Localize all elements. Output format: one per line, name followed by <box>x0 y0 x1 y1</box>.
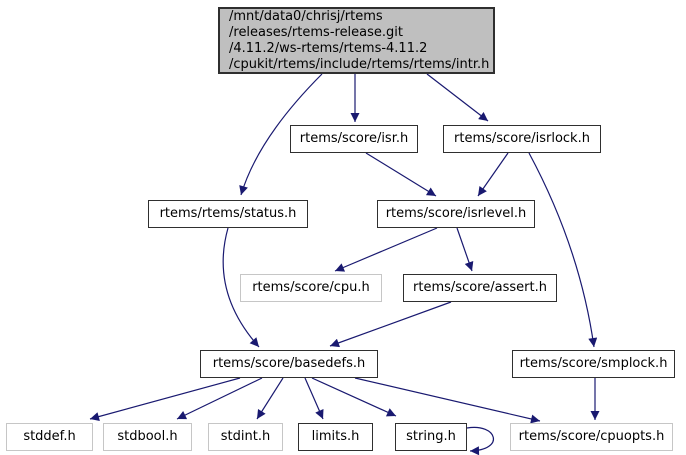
edge-root-to-isrlock <box>426 73 489 122</box>
node-stdbool-h: stdbool.h <box>103 423 192 451</box>
edge-basedefs-to-string <box>311 377 397 417</box>
root-path-line: /mnt/data0/chrisj/rtems <box>229 8 383 24</box>
edge-basedefs-to-limits <box>304 377 324 420</box>
edge-isrlevel-to-assert <box>456 227 474 272</box>
node-limits-h[interactable]: limits.h <box>298 423 373 451</box>
node-rtems-score-isrlevel-h[interactable]: rtems/score/isrlevel.h <box>377 200 535 228</box>
root-path-line: /4.11.2/ws-rtems/rtems-4.11.2 <box>229 40 428 56</box>
edge-basedefs-to-cpuopts <box>354 377 541 424</box>
node-rtems-score-smplock-h[interactable]: rtems/score/smplock.h <box>512 350 675 378</box>
node-rtems-score-basedefs-h[interactable]: rtems/score/basedefs.h <box>200 350 378 378</box>
node-rtems-score-isr-h[interactable]: rtems/score/isr.h <box>290 125 418 153</box>
edge-assert-to-basedefs <box>329 301 452 348</box>
node-stdint-h: stdint.h <box>208 423 283 451</box>
node-string-h[interactable]: string.h <box>395 423 467 451</box>
node-rtems-score-assert-h[interactable]: rtems/score/assert.h <box>403 274 557 302</box>
edge-isrlock-to-smplock <box>528 152 598 348</box>
edge-basedefs-to-stdbool <box>176 377 263 420</box>
edge-root-to-status <box>239 73 323 196</box>
edge-string-self-loop <box>466 426 494 455</box>
edge-isrlock-to-isrlevel <box>477 152 509 197</box>
node-rtems-score-cpuopts-h: rtems/score/cpuopts.h <box>510 423 673 451</box>
node-rtems-rtems-status-h[interactable]: rtems/rtems/status.h <box>148 200 308 228</box>
node-rtems-score-cpu-h: rtems/score/cpu.h <box>240 274 382 302</box>
root-path-line: /releases/rtems-release.git <box>229 24 404 40</box>
edge-status-to-basedefs <box>222 227 260 348</box>
edge-basedefs-to-stddef <box>89 377 241 421</box>
node-rtems-score-isrlock-h[interactable]: rtems/score/isrlock.h <box>443 125 601 153</box>
root-path-line: /cpukit/rtems/include/rtems/rtems/intr.h <box>229 56 490 72</box>
edge-basedefs-to-stdint <box>256 377 284 420</box>
edge-isrlevel-to-cpu <box>334 227 438 272</box>
edge-isr-to-isrlevel <box>365 152 437 197</box>
node-root-intr-h: /mnt/data0/chrisj/rtems /releases/rtems-… <box>218 7 495 74</box>
node-stddef-h: stddef.h <box>6 423 93 451</box>
